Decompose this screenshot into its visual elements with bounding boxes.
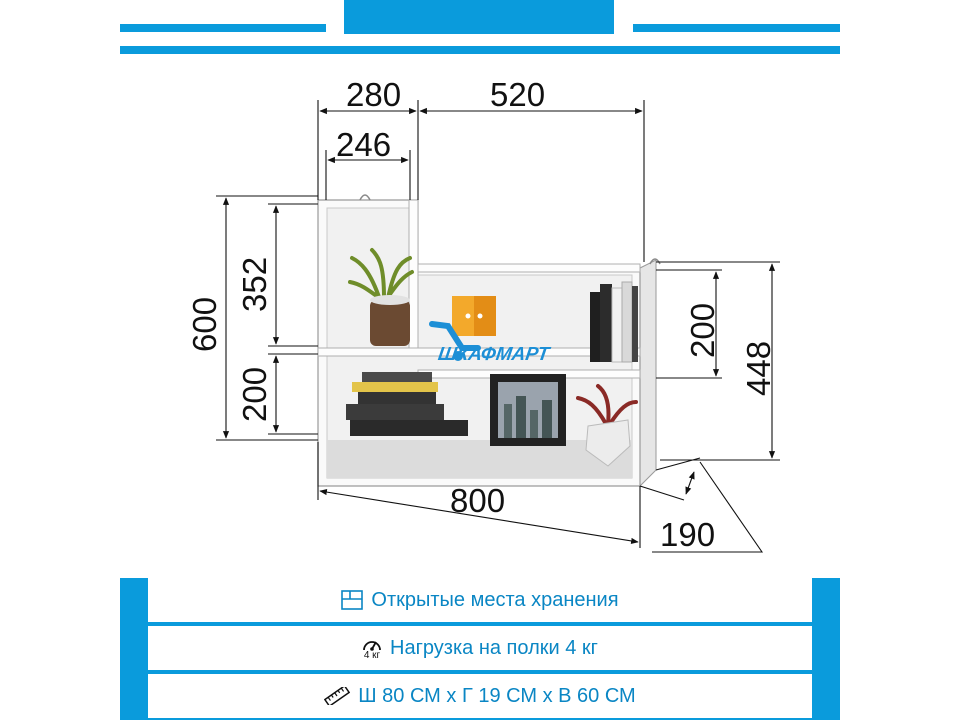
header-bar-left (120, 24, 326, 32)
dim-600: 600 (186, 297, 223, 352)
header-bar-right (633, 24, 840, 32)
bookends (452, 296, 496, 336)
feature-row-size: Ш 80 СМ х Г 19 СМ х В 60 СМ (148, 674, 812, 718)
features-panel: Открытые места хранения 4 кг Нагрузка на… (120, 578, 840, 720)
dim-190: 190 (660, 516, 715, 553)
feature-text-size: Ш 80 СМ х Г 19 СМ х В 60 СМ (358, 684, 636, 707)
weight-gauge-icon: 4 кг (362, 636, 382, 661)
open-storage-icon (341, 590, 364, 610)
feature-row-load: 4 кг Нагрузка на полки 4 кг (148, 626, 812, 670)
dim-800: 800 (450, 482, 505, 519)
feature-text-storage: Открытые места хранения (371, 588, 619, 611)
brand-figure: ШКАФМАРТ (429, 321, 552, 365)
ruler-icon (324, 687, 351, 705)
stacked-books (346, 372, 468, 436)
header-bar-full (120, 46, 840, 54)
dim-520: 520 (490, 76, 545, 113)
picture-frame (490, 374, 566, 446)
dim-448: 448 (740, 341, 777, 396)
weight-gauge-label: 4 кг (363, 649, 381, 661)
shelf-dimension-drawing: ШКАФМАРТ (186, 76, 780, 553)
brand-text: ШКАФМАРТ (437, 344, 552, 365)
dim-200-right: 200 (684, 303, 721, 358)
dim-352: 352 (236, 257, 273, 312)
standing-books (590, 281, 638, 363)
dim-200-left: 200 (236, 367, 273, 422)
feature-text-load: Нагрузка на полки 4 кг (390, 636, 598, 659)
succulent-plant-icon (576, 384, 638, 467)
feature-row-storage: Открытые места хранения (148, 578, 812, 622)
potted-plant-icon (348, 248, 414, 346)
dim-280: 280 (346, 76, 401, 113)
header-block-center (344, 0, 614, 34)
dim-246: 246 (336, 126, 391, 163)
